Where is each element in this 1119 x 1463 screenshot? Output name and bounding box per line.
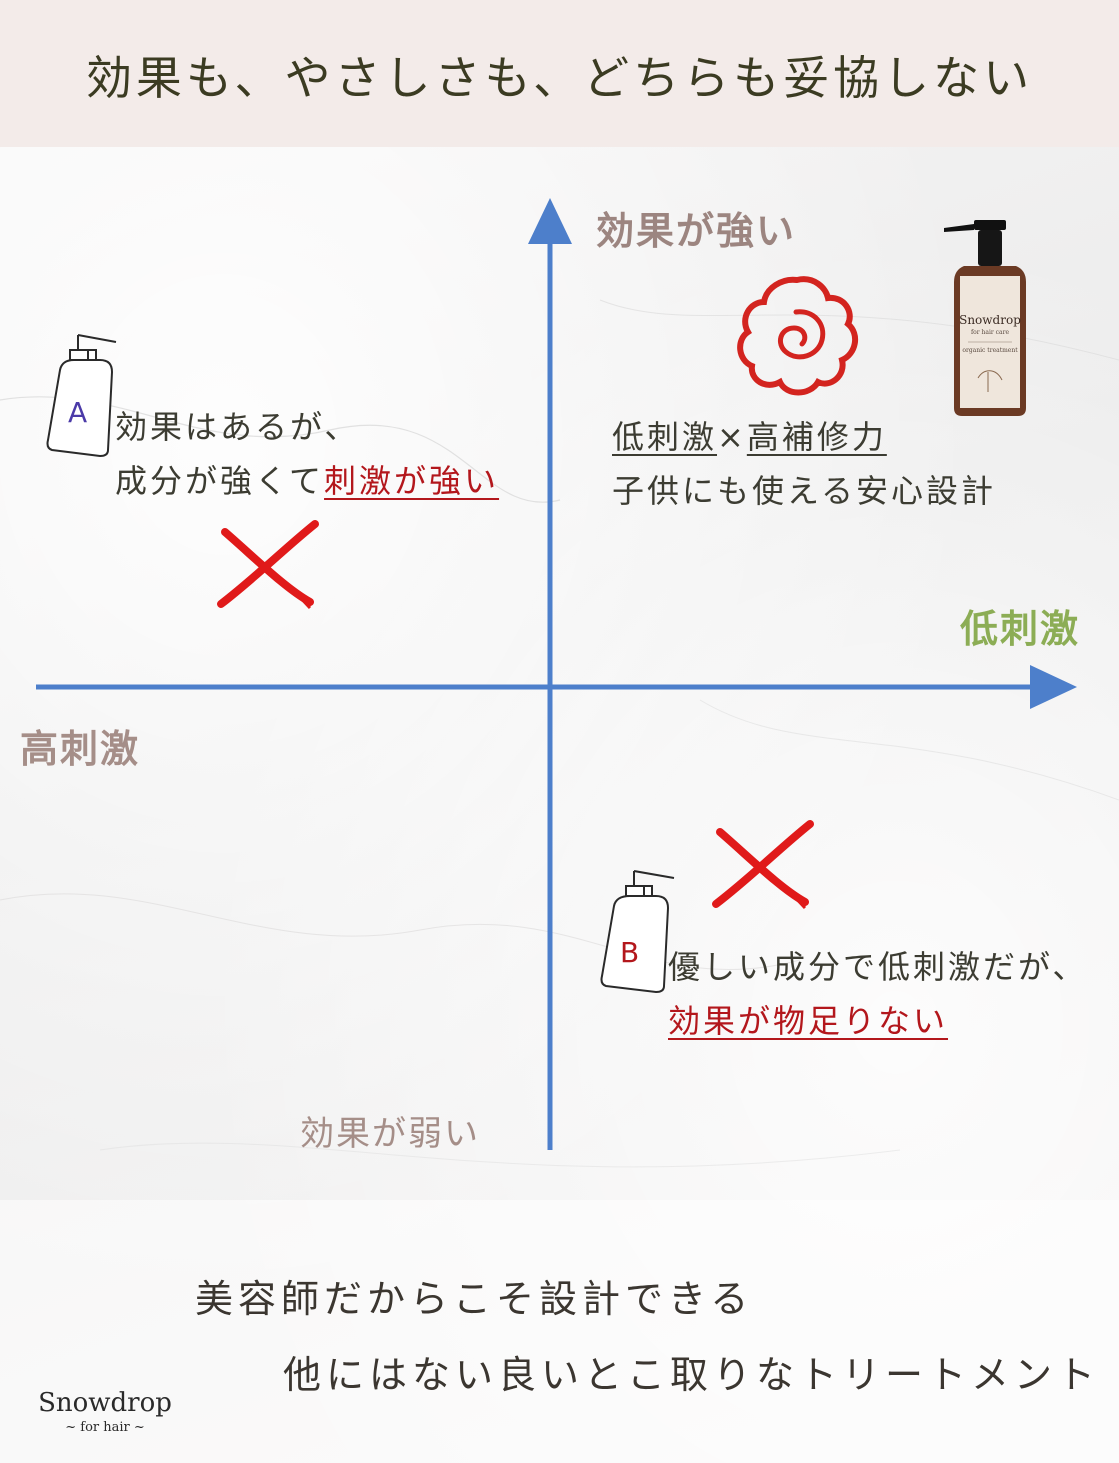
page-title: 効果も、やさしさも、どちらも妥協しない [85, 51, 1034, 105]
double-circle-icon [737, 276, 859, 396]
product-times-sign: × [717, 418, 747, 456]
footer-line2: 他にはない良いとこ取りなトリートメント [283, 1353, 1101, 1397]
footer-line1: 美容師だからこそ設計できる [195, 1277, 754, 1321]
product-high-repair: 高補修力 [746, 418, 887, 456]
quadrant-b-line1: 優しい成分で低刺激だが、 [668, 948, 1088, 986]
quadrant-product-line1: 低刺激×高補修力 [612, 410, 996, 464]
quadrant-product-text: 低刺激×高補修力 子供にも使える安心設計 [612, 410, 996, 518]
brand-sub: ~ for hair ~ [65, 1420, 145, 1435]
product-type: organic treatment [962, 347, 1018, 354]
quadrant-a-highlight: 刺激が強い [324, 462, 500, 500]
axis-label-right: 低刺激 [960, 607, 1081, 651]
bottle-a-icon: A [46, 334, 117, 458]
footer-band [0, 1200, 1119, 1463]
quadrant-a-line2-plain: 成分が強くて [115, 462, 325, 500]
quadrant-a-line2: 成分が強くて刺激が強い [115, 454, 499, 508]
title-band [0, 0, 1119, 147]
axis-label-left: 高刺激 [20, 727, 141, 771]
bottle-b-icon: B [600, 870, 675, 994]
product-sub: for hair care [971, 329, 1010, 336]
bottle-a-letter: A [68, 396, 87, 429]
cross-b-icon [712, 820, 814, 910]
quadrant-product-line2: 子供にも使える安心設計 [612, 472, 997, 510]
quadrant-b-text: 優しい成分で低刺激だが、 効果が物足りない [668, 940, 1087, 1048]
cross-a-icon [217, 520, 319, 610]
vertical-axis-arrow [528, 198, 572, 244]
brand-name: Snowdrop [38, 1388, 172, 1418]
axis-label-bottom: 効果が弱い [300, 1114, 480, 1154]
product-bottle-image: Snowdrop for hair care organic treatment [944, 220, 1026, 416]
quadrant-b-highlight: 効果が物足りない [668, 1002, 949, 1040]
product-name: Snowdrop [959, 313, 1021, 327]
product-low-irritation: 低刺激 [612, 418, 718, 456]
brand-logo: Snowdrop ~ for hair ~ [30, 1388, 180, 1435]
quadrant-a-text: 効果はあるが、 成分が強くて刺激が強い [115, 400, 499, 508]
axis-label-top: 効果が強い [596, 209, 797, 253]
quadrant-b-line2: 効果が物足りない [668, 994, 1087, 1048]
bottle-b-letter: B [620, 936, 639, 969]
horizontal-axis-arrow [1030, 665, 1077, 709]
quadrant-a-line1: 効果はあるが、 [115, 408, 360, 446]
